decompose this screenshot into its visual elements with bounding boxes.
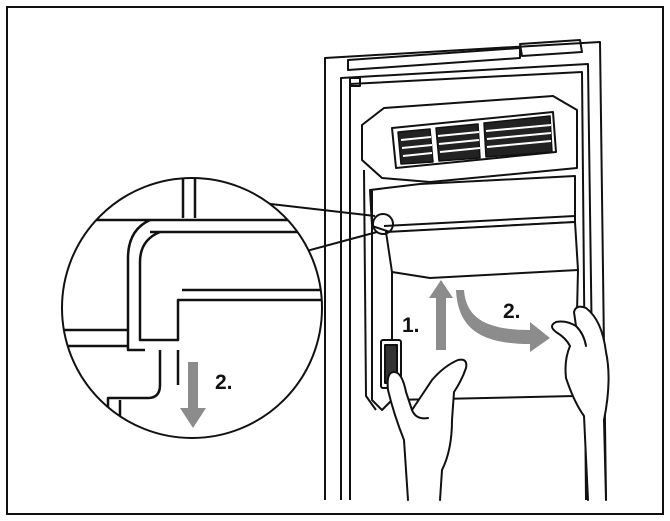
step-2-label: 2.	[503, 300, 521, 323]
dispenser-cover	[361, 95, 579, 411]
left-hand	[386, 358, 468, 501]
refrigerator-door	[324, 39, 607, 501]
arrow-curved-right-icon	[456, 290, 550, 352]
step-2-detail-label: 2.	[215, 371, 233, 394]
right-hand	[551, 305, 610, 501]
arrow-up-icon	[429, 280, 453, 350]
step-1-label: 1.	[402, 314, 420, 337]
arrow-down-icon	[180, 362, 206, 428]
vent-grille	[397, 115, 553, 165]
detail-marker-circle	[372, 213, 394, 235]
figure-border	[6, 6, 664, 515]
zoom-detail	[61, 177, 323, 439]
